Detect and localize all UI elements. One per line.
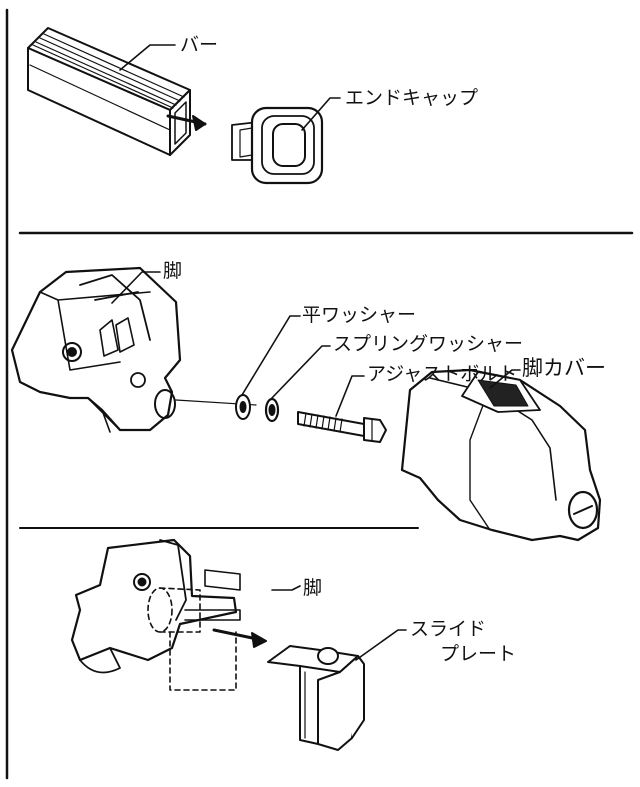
slide-arrow-head [251,632,267,648]
leg-top-drawing [10,266,182,433]
leader-lines [111,44,521,661]
label-end-cap: エンドキャップ [345,87,479,109]
leg-bottom-drawing [70,538,241,691]
bar-arrow-head [192,115,206,131]
label-adjust-bolt: アジャストボルト [367,363,518,385]
label-slide-plate-line1: スライド [410,618,487,640]
label-leg-cover: 脚カバー [522,356,606,380]
spring-washer-drawing [264,397,280,423]
slide-plate-drawing [267,645,365,751]
label-flat-washer: 平ワッシャー [302,304,417,326]
label-leg-top: 脚 [163,260,183,282]
bar-drawing [27,27,191,156]
label-leg-bottom: 脚 [303,577,323,599]
adjust-bolt-drawing [297,411,387,443]
end-cap-drawing [231,106,324,185]
leg-cover-drawing [400,368,602,542]
label-slide-plate-line2: プレート [440,643,517,665]
label-spring-washer: スプリングワッシャー [333,333,524,355]
flat-washer-drawing [235,394,251,420]
label-bar: バー [180,34,219,56]
